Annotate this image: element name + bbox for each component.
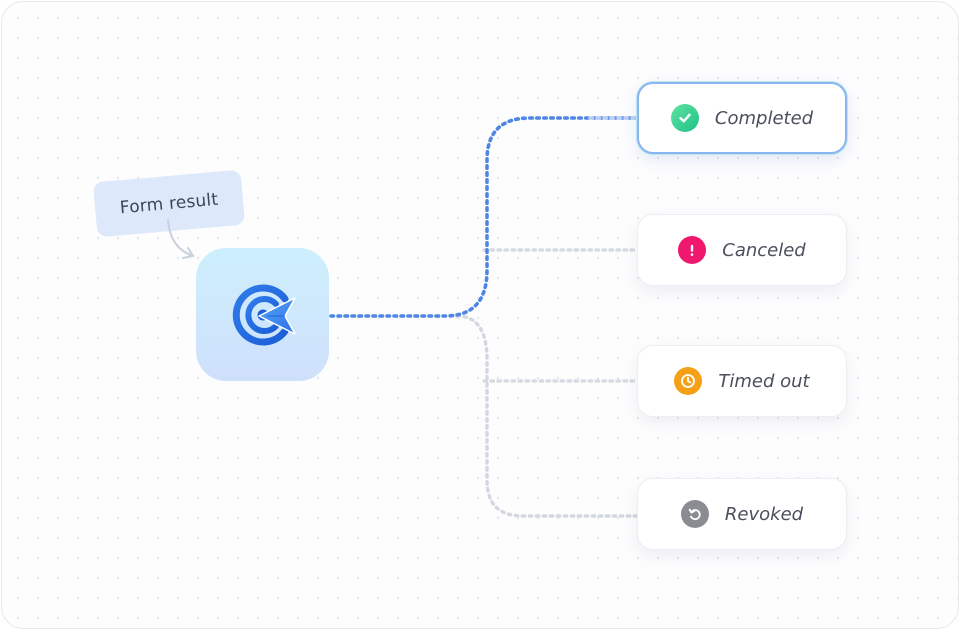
form-result-source-node[interactable] — [196, 248, 329, 381]
outcome-label-timed-out: Timed out — [718, 370, 810, 392]
connector-completed — [329, 116, 639, 318]
curved-arrow-icon — [167, 219, 194, 259]
target-arrow-icon — [232, 284, 296, 345]
check-icon — [670, 104, 699, 132]
form-result-label: Form result — [119, 189, 219, 218]
outcome-card-timed-out[interactable]: Timed out — [637, 345, 847, 417]
outcome-label-canceled: Canceled — [722, 239, 806, 261]
connector-revoked — [455, 314, 639, 518]
outcome-card-canceled[interactable]: Canceled — [637, 214, 847, 286]
outcome-label-revoked: Revoked — [724, 503, 804, 525]
clock-icon — [674, 367, 703, 395]
revoke-icon — [680, 500, 709, 528]
outcome-card-completed[interactable]: Completed — [637, 82, 847, 154]
outcome-label-completed: Completed — [714, 107, 814, 129]
outcome-card-revoked[interactable]: Revoked — [637, 478, 847, 550]
exclamation-icon — [678, 236, 707, 264]
